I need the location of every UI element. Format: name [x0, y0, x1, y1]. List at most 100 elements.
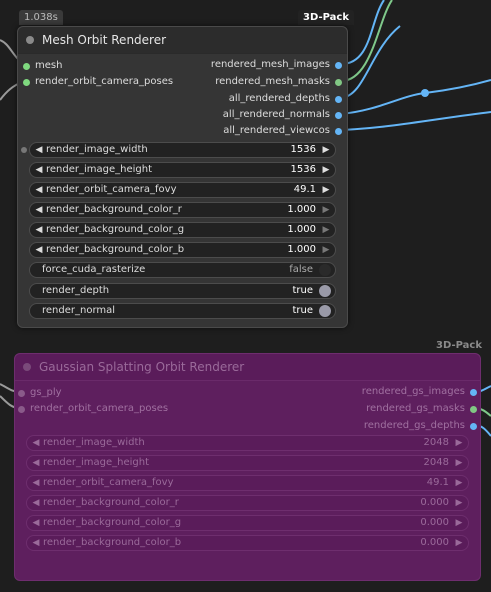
toggle-force-cuda-rasterize[interactable]: force_cuda_rasterize false	[29, 262, 336, 278]
wire-mesh-masks-out	[340, 0, 393, 82]
decrement-arrow-icon[interactable]: ◀	[35, 165, 43, 175]
execution-time-badge: 1.038s	[19, 10, 63, 25]
gs-widget-render-background-color-r[interactable]: ◀ render_background_color_r 0.000 ▶	[26, 495, 469, 511]
gs-widget-render-image-width[interactable]: ◀ render_image_width 2048 ▶	[26, 435, 469, 451]
gs-widget-render-orbit-camera-fovy[interactable]: ◀ render_orbit_camera_fovy 49.1 ▶	[26, 475, 469, 491]
decrement-arrow-icon[interactable]: ◀	[32, 478, 40, 488]
node2-title-bar[interactable]: Gaussian Splatting Orbit Renderer	[15, 354, 480, 381]
node1-title-bar[interactable]: Mesh Orbit Renderer	[18, 27, 347, 54]
widget-label: render_background_color_r	[43, 497, 179, 508]
widget-label: render_image_height	[46, 164, 153, 175]
input-slot-mesh[interactable]: mesh	[23, 60, 62, 72]
input-slot-gs-ply[interactable]: gs_ply	[18, 387, 62, 399]
widget-value: 2048	[423, 457, 449, 468]
input-socket-gs-ply[interactable]	[18, 390, 25, 397]
widget-label: render_image_width	[46, 144, 148, 155]
wire-reroute-dot[interactable]	[421, 89, 429, 97]
output-socket-all-rendered-depths[interactable]	[335, 96, 342, 103]
increment-arrow-icon[interactable]: ▶	[322, 245, 330, 255]
widget-label: render_background_color_g	[46, 224, 185, 235]
widget-render-orbit-camera-fovy[interactable]: ◀ render_orbit_camera_fovy 49.1 ▶	[29, 182, 336, 198]
increment-arrow-icon[interactable]: ▶	[455, 498, 463, 508]
toggle-label: render_normal	[42, 305, 116, 316]
output-socket-rendered-gs-masks[interactable]	[470, 406, 477, 413]
decrement-arrow-icon[interactable]: ◀	[35, 205, 43, 215]
output-slot-all-rendered-viewcos[interactable]: all_rendered_viewcos	[223, 125, 342, 137]
decrement-arrow-icon[interactable]: ◀	[32, 438, 40, 448]
output-slot-rendered-mesh-images[interactable]: rendered_mesh_images	[211, 59, 342, 71]
mesh-orbit-renderer-node[interactable]: Mesh Orbit Renderer mesh render_orbit_ca…	[17, 26, 348, 328]
output-socket-rendered-gs-depths[interactable]	[470, 423, 477, 430]
output-slot-rendered-gs-images[interactable]: rendered_gs_images	[362, 386, 477, 398]
widget-render-background-color-g[interactable]: ◀ render_background_color_g 1.000 ▶	[29, 222, 336, 238]
gs-widget-render-image-height[interactable]: ◀ render_image_height 2048 ▶	[26, 455, 469, 471]
increment-arrow-icon[interactable]: ▶	[322, 145, 330, 155]
output-slot-rendered-gs-depths[interactable]: rendered_gs_depths	[364, 420, 477, 432]
node2-collapse-dot[interactable]	[23, 363, 31, 371]
wire-mesh-images-out	[340, 0, 385, 65]
decrement-arrow-icon[interactable]: ◀	[32, 458, 40, 468]
widget-render-image-height[interactable]: ◀ render_image_height 1536 ▶	[29, 162, 336, 178]
toggle-render-depth[interactable]: render_depth true	[29, 283, 336, 299]
input-socket-mesh[interactable]	[23, 63, 30, 70]
decrement-arrow-icon[interactable]: ◀	[32, 498, 40, 508]
increment-arrow-icon[interactable]: ▶	[455, 538, 463, 548]
output-slot-all-rendered-normals[interactable]: all_rendered_normals	[223, 109, 342, 121]
gs-widget-render-background-color-g[interactable]: ◀ render_background_color_g 0.000 ▶	[26, 515, 469, 531]
input-slot-gs-camera-poses[interactable]: render_orbit_camera_poses	[18, 403, 168, 415]
widget-label: render_image_width	[43, 437, 145, 448]
increment-arrow-icon[interactable]: ▶	[322, 225, 330, 235]
toggle-render-normal[interactable]: render_normal true	[29, 303, 336, 319]
output-socket-all-rendered-normals[interactable]	[335, 112, 342, 119]
input-label-camera-poses: render_orbit_camera_poses	[35, 76, 174, 87]
output-label-all-rendered-depths: all_rendered_depths	[228, 93, 330, 104]
widget-label: render_background_color_g	[43, 517, 182, 528]
increment-arrow-icon[interactable]: ▶	[322, 205, 330, 215]
wire-depths-out	[340, 25, 401, 99]
input-socket-gs-camera-poses[interactable]	[18, 406, 25, 413]
increment-arrow-icon[interactable]: ▶	[322, 165, 330, 175]
widget-render-image-width[interactable]: ◀ render_image_width 1536 ▶	[21, 142, 336, 158]
widget-render-background-color-b[interactable]: ◀ render_background_color_b 1.000 ▶	[29, 242, 336, 258]
output-socket-rendered-mesh-images[interactable]	[335, 62, 342, 69]
output-socket-all-rendered-viewcos[interactable]	[335, 128, 342, 135]
increment-arrow-icon[interactable]: ▶	[455, 458, 463, 468]
increment-arrow-icon[interactable]: ▶	[455, 478, 463, 488]
widget-label: render_background_color_r	[46, 204, 182, 215]
node2-pack-badge: 3D-Pack	[436, 340, 482, 351]
output-socket-rendered-gs-images[interactable]	[470, 389, 477, 396]
toggle-on-knob-icon[interactable]	[319, 305, 331, 317]
output-label-all-rendered-viewcos: all_rendered_viewcos	[223, 125, 330, 136]
input-label-gs-ply: gs_ply	[30, 387, 62, 398]
increment-arrow-icon[interactable]: ▶	[322, 185, 330, 195]
output-socket-rendered-mesh-masks[interactable]	[335, 79, 342, 86]
widget-render-background-color-r[interactable]: ◀ render_background_color_r 1.000 ▶	[29, 202, 336, 218]
toggle-on-knob-icon[interactable]	[319, 285, 331, 297]
node2-title: Gaussian Splatting Orbit Renderer	[39, 360, 245, 374]
widget-input-socket[interactable]	[21, 147, 27, 153]
output-slot-rendered-mesh-masks[interactable]: rendered_mesh_masks	[215, 76, 342, 88]
increment-arrow-icon[interactable]: ▶	[455, 518, 463, 528]
decrement-arrow-icon[interactable]: ◀	[35, 225, 43, 235]
widget-label: render_orbit_camera_fovy	[46, 184, 177, 195]
toggle-value: true	[292, 305, 313, 316]
toggle-off-knob-icon[interactable]	[319, 264, 331, 276]
toggle-label: force_cuda_rasterize	[42, 264, 146, 275]
decrement-arrow-icon[interactable]: ◀	[35, 185, 43, 195]
node1-title: Mesh Orbit Renderer	[42, 33, 167, 47]
gs-widget-render-background-color-b[interactable]: ◀ render_background_color_b 0.000 ▶	[26, 535, 469, 551]
decrement-arrow-icon[interactable]: ◀	[35, 145, 43, 155]
input-slot-render-orbit-camera-poses[interactable]: render_orbit_camera_poses	[23, 76, 173, 88]
node1-collapse-dot[interactable]	[26, 36, 34, 44]
output-slot-rendered-gs-masks[interactable]: rendered_gs_masks	[366, 403, 477, 415]
decrement-arrow-icon[interactable]: ◀	[35, 245, 43, 255]
gaussian-splatting-orbit-renderer-node[interactable]: Gaussian Splatting Orbit Renderer gs_ply…	[14, 353, 481, 581]
toggle-label: render_depth	[42, 285, 110, 296]
output-label-rendered-gs-depths: rendered_gs_depths	[363, 420, 465, 431]
input-socket-camera-poses[interactable]	[23, 79, 30, 86]
increment-arrow-icon[interactable]: ▶	[455, 438, 463, 448]
output-slot-all-rendered-depths[interactable]: all_rendered_depths	[229, 93, 342, 105]
decrement-arrow-icon[interactable]: ◀	[32, 518, 40, 528]
widget-value: 49.1	[426, 477, 449, 488]
decrement-arrow-icon[interactable]: ◀	[32, 538, 40, 548]
